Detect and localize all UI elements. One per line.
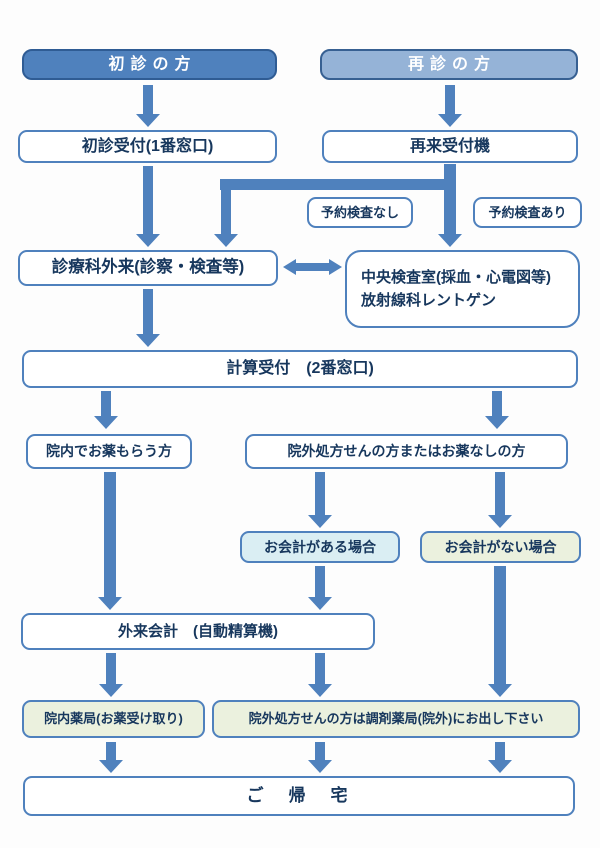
payment-yes-box: お会計がある場合 <box>240 531 400 563</box>
arrow-external-to-payment-yes <box>308 472 332 528</box>
arrow-external-pharmacy-to-home <box>308 742 332 773</box>
reserved-exam-box: 予約検査あり <box>473 197 582 228</box>
arrow-no-payment-to-home <box>488 742 512 773</box>
central-lab-line1: 中央検査室(採血・心電図等) <box>361 268 551 286</box>
first-reception-box: 初診受付(1番窓口) <box>18 130 277 163</box>
arrow-calc-to-inhospital <box>94 391 118 429</box>
inhospital-medicine-box: 院内でお薬もらう方 <box>26 434 192 469</box>
arrow-first-to-reception <box>136 85 160 127</box>
arrow-clinic-to-calc <box>136 289 160 347</box>
first-visit-header: 初診の方 <box>22 49 277 80</box>
revisit-header: 再診の方 <box>320 49 578 80</box>
external-pharmacy-box: 院外処方せんの方は調剤薬局(院外)にお出し下さい <box>212 700 580 738</box>
arrow-inhospital-pharmacy-to-home <box>99 742 123 773</box>
double-arrow-clinic-lab <box>283 259 342 275</box>
revisit-machine-box: 再来受付機 <box>322 130 578 163</box>
arrow-machine-to-lab <box>438 164 462 247</box>
arrow-cashier-to-inhospital-pharmacy <box>99 653 123 697</box>
central-lab-line2: 放射線科レントゲン <box>361 292 497 309</box>
calc-reception-box: 計算受付 (2番窓口) <box>22 350 578 388</box>
no-reserved-exam-box: 予約検査なし <box>307 197 413 228</box>
elbow-connector-bar <box>220 179 456 190</box>
central-lab-box: 中央検査室(採血・心電図等) 放射線科レントゲン <box>345 250 580 328</box>
outpatient-cashier-box: 外来会計 (自動精算機) <box>21 613 375 650</box>
clinic-outpatient-box: 診療科外来(診察・検査等) <box>18 250 278 286</box>
external-prescription-box: 院外処方せんの方またはお薬なしの方 <box>245 434 568 469</box>
go-home-box: ご 帰 宅 <box>23 776 575 816</box>
arrow-cashier-to-external-pharmacy <box>308 653 332 697</box>
arrow-revisit-to-machine <box>438 85 462 127</box>
arrow-calc-to-external <box>485 391 509 429</box>
arrow-payment-yes-to-cashier <box>308 566 332 610</box>
inhospital-pharmacy-box: 院内薬局(お薬受け取り) <box>22 700 205 738</box>
arrow-inhospital-to-cashier <box>98 472 122 610</box>
payment-no-box: お会計がない場合 <box>420 531 581 563</box>
arrow-elbow-to-outpatient <box>214 188 238 247</box>
arrow-external-to-payment-no <box>488 472 512 528</box>
arrow-payment-no-to-pharmacy <box>488 566 512 697</box>
arrow-reception-to-outpatient <box>136 166 160 247</box>
